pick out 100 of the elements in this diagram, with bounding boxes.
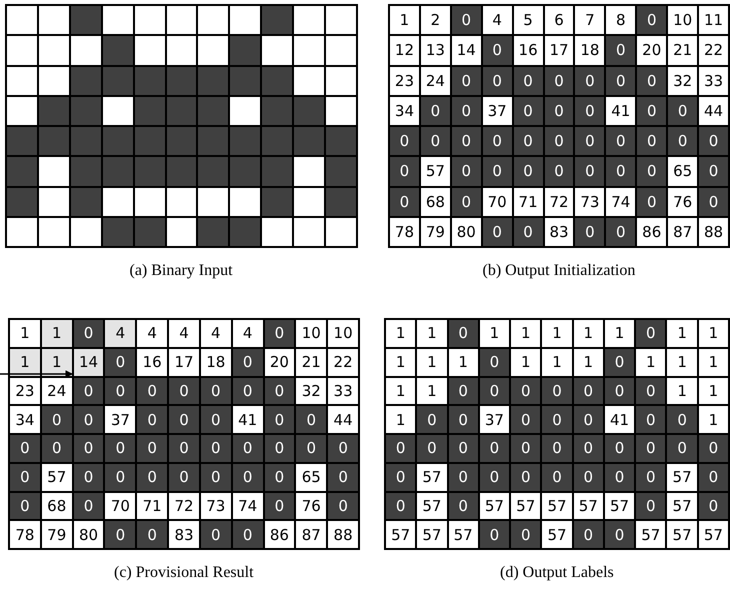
label-number: 44 bbox=[328, 406, 358, 433]
label-number: 57 bbox=[386, 521, 416, 548]
label-number: 0 bbox=[74, 435, 104, 462]
label-number: 1 bbox=[417, 378, 447, 404]
label-number: 18 bbox=[200, 348, 231, 376]
label-number: 0 bbox=[480, 378, 510, 404]
label-number: 0 bbox=[575, 127, 604, 156]
caption: (a) Binary Input bbox=[130, 262, 233, 280]
label-number: 0 bbox=[514, 66, 543, 95]
label-number: 0 bbox=[452, 188, 481, 216]
label-number: 0 bbox=[636, 320, 666, 347]
label-number: 0 bbox=[264, 320, 294, 347]
label-number: 0 bbox=[574, 435, 603, 462]
label-number: 33 bbox=[699, 66, 728, 95]
label-number: 57 bbox=[420, 157, 450, 186]
label-number: 1 bbox=[542, 348, 572, 376]
label-number: 0 bbox=[264, 492, 294, 520]
label-number: 79 bbox=[420, 218, 450, 246]
label-number: 88 bbox=[699, 218, 728, 246]
label-number: 0 bbox=[544, 127, 574, 156]
label-number: 0 bbox=[480, 521, 510, 548]
label-number: 0 bbox=[575, 157, 604, 186]
label-number: 0 bbox=[544, 66, 574, 95]
label-number: 0 bbox=[448, 406, 478, 433]
label-number: 0 bbox=[296, 435, 326, 462]
label-number: 0 bbox=[137, 464, 168, 490]
label-number: 0 bbox=[636, 435, 666, 462]
label-number: 0 bbox=[667, 406, 697, 433]
label-number: 0 bbox=[636, 464, 666, 490]
label-number: 0 bbox=[386, 435, 416, 462]
label-number: 5 bbox=[514, 6, 543, 34]
label-number: 0 bbox=[575, 96, 604, 125]
label-number: 0 bbox=[452, 127, 481, 156]
label-number: 0 bbox=[328, 435, 358, 462]
label-number: 1 bbox=[604, 320, 634, 347]
label-number: 0 bbox=[542, 378, 572, 404]
label-number: 0 bbox=[575, 218, 604, 246]
label-number: 57 bbox=[667, 521, 697, 548]
label-number: 0 bbox=[200, 435, 231, 462]
label-number: 0 bbox=[604, 348, 634, 376]
label-number: 72 bbox=[169, 492, 199, 520]
label-number: 0 bbox=[606, 36, 636, 64]
label-number: 0 bbox=[452, 157, 481, 186]
label-number: 0 bbox=[42, 435, 72, 462]
label-number: 57 bbox=[417, 464, 447, 490]
label-number: 57 bbox=[417, 492, 447, 520]
label-number: 0 bbox=[514, 157, 543, 186]
label-number: 16 bbox=[514, 36, 543, 64]
label-number: 16 bbox=[137, 348, 168, 376]
label-number: 57 bbox=[636, 521, 666, 548]
label-number: 1 bbox=[698, 320, 728, 347]
label-number: 0 bbox=[105, 435, 136, 462]
label-number: 4 bbox=[482, 6, 512, 34]
label-number: 41 bbox=[232, 406, 263, 433]
label-number: 73 bbox=[200, 492, 231, 520]
label-number: 86 bbox=[637, 218, 666, 246]
label-number: 1 bbox=[390, 6, 419, 34]
label-number: 0 bbox=[74, 378, 104, 404]
label-number: 0 bbox=[448, 464, 478, 490]
label-number: 88 bbox=[328, 521, 358, 548]
label-number: 57 bbox=[42, 464, 72, 490]
caption: (b) Output Initialization bbox=[482, 262, 636, 280]
label-number: 0 bbox=[232, 435, 263, 462]
label-number: 10 bbox=[668, 6, 698, 34]
label-number: 21 bbox=[296, 348, 326, 376]
label-number: 1 bbox=[698, 406, 728, 433]
label-number: 0 bbox=[169, 464, 199, 490]
label-number: 41 bbox=[604, 406, 634, 433]
label-number: 0 bbox=[544, 157, 574, 186]
label-number: 57 bbox=[698, 521, 728, 548]
label-number: 0 bbox=[511, 464, 540, 490]
label-number: 17 bbox=[169, 348, 199, 376]
label-number: 57 bbox=[448, 521, 478, 548]
label-number: 0 bbox=[105, 378, 136, 404]
label-number: 20 bbox=[264, 348, 294, 376]
label-number: 10 bbox=[328, 320, 358, 347]
label-number: 0 bbox=[606, 66, 636, 95]
label-number: 0 bbox=[699, 188, 728, 216]
label-number: 57 bbox=[604, 492, 634, 520]
label-number: 83 bbox=[544, 218, 574, 246]
label-number: 0 bbox=[74, 406, 104, 433]
label-number: 0 bbox=[232, 378, 263, 404]
label-number: 0 bbox=[328, 464, 358, 490]
label-number: 0 bbox=[699, 157, 728, 186]
label-number: 37 bbox=[480, 406, 510, 433]
label-number: 4 bbox=[137, 320, 168, 347]
label-number: 71 bbox=[514, 188, 543, 216]
label-number: 0 bbox=[264, 406, 294, 433]
label-number: 0 bbox=[637, 188, 666, 216]
label-number: 0 bbox=[232, 348, 263, 376]
label-number: 1 bbox=[448, 348, 478, 376]
label-number: 0 bbox=[74, 464, 104, 490]
label-number: 14 bbox=[74, 348, 104, 376]
caption: (c) Provisional Result bbox=[114, 564, 254, 582]
label-number: 0 bbox=[137, 406, 168, 433]
label-number: 0 bbox=[637, 96, 666, 125]
label-number: 0 bbox=[296, 406, 326, 433]
label-number: 0 bbox=[514, 218, 543, 246]
label-number: 0 bbox=[137, 435, 168, 462]
label-number: 57 bbox=[667, 464, 697, 490]
